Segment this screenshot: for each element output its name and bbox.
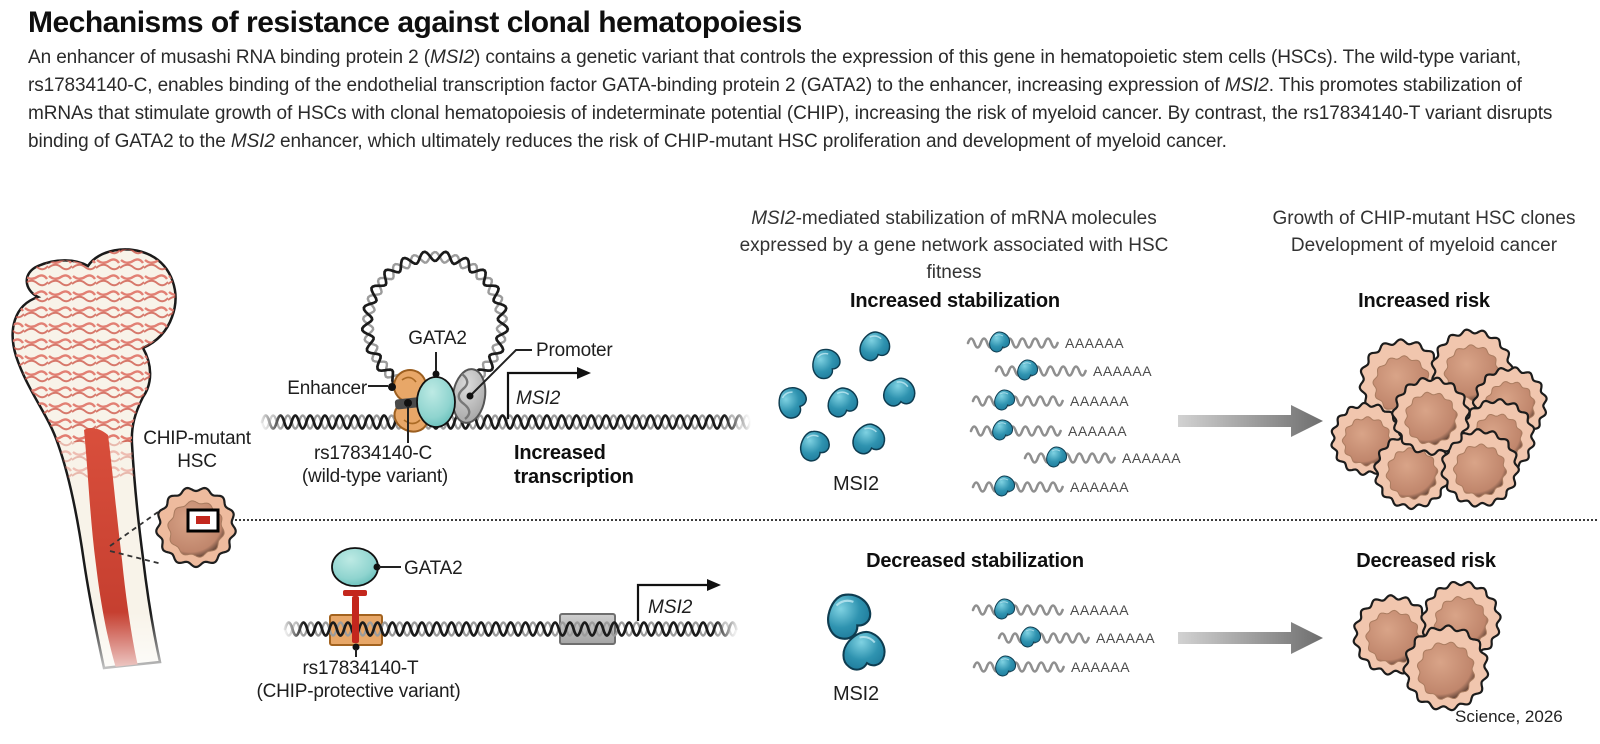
flow-arrow-top [1178,405,1323,437]
intro-text: An enhancer of musashi RNA binding prote… [28,44,1563,156]
risk-header-line2: Development of myeloid cancer [1290,235,1558,256]
variant-sublabel-bottom: (CHIP-protective variant) [256,681,461,702]
flow-arrow-bottom [1178,622,1323,654]
increased-risk-subhead: Increased risk [1358,290,1490,312]
stabilization-header-line1: MSI2-mediated stabilization of mRNA mole… [710,205,1198,232]
variant-label-bottom: rs17834140-T [302,658,419,679]
risk-header: Growth of CHIP-mutant HSC clones Develop… [1240,205,1600,259]
risk-header-line1: Growth of CHIP-mutant HSC clones [1272,208,1576,229]
transcription-arrow-top [506,367,591,419]
intro-segment: MSI2 [430,47,474,68]
inhibition-symbol [343,590,367,643]
hsc-zoom-lines [109,511,163,565]
decreased-stabilization-subhead: Decreased stabilization [866,550,1084,572]
msi2-protein-label-top: MSI2 [833,473,879,495]
increased-transcription-label: Increased transcription [514,442,634,488]
enhancer-label: Enhancer [287,378,367,399]
source-credit: Science, 2026 [1455,707,1563,726]
gata2-protein-bottom [331,547,379,587]
msi2-gene-label-bottom: MSI2 [648,597,693,618]
trabecular-texture [12,249,176,442]
mutation-mark [196,516,210,524]
increased-stabilization-subhead: Increased stabilization [850,290,1060,312]
intro-segment: enhancer, which ultimately reduces the r… [274,131,1227,152]
stabilization-header: MSI2-mediated stabilization of mRNA mole… [710,205,1198,286]
promoter-label: Promoter [536,340,613,361]
header-segment: MSI2 [751,208,796,229]
gata2-protein-top [416,376,456,428]
intro-segment: MSI2 [1224,75,1269,96]
header-segment: -mediated stabilization of mRNA molecule… [795,208,1157,229]
msi2-protein-label-bottom: MSI2 [833,683,879,705]
intro-segment: . This promotes stabilization of mRNAs t… [28,75,1553,152]
bone-marrow [84,427,138,668]
transcription-arrow-bottom [636,579,721,621]
intro-segment: ) contains a genetic variant that contro… [28,47,1522,96]
dna-loop [360,250,510,391]
variant-label-top: rs17834140-C [313,443,432,464]
stabilization-header-line2: expressed by a gene network associated w… [739,235,1169,283]
decreased-risk-subhead: Decreased risk [1356,550,1496,572]
gata2-label-top: GATA2 [408,328,467,349]
label-connector-lines-bottom [352,563,401,657]
variant-sublabel-top: (wild-type variant) [301,466,449,487]
section-divider [204,519,1597,521]
gata2-label-bottom: GATA2 [404,558,463,579]
figure-title: Mechanisms of resistance against clonal … [28,6,802,39]
bottom-dna-strand [283,621,738,637]
intro-segment: MSI2 [230,131,275,152]
chip-mutant-hsc-cell [155,486,237,569]
top-dna-strand [260,414,752,430]
msi2-gene-label-top: MSI2 [516,388,561,409]
intro-segment: An enhancer of musashi RNA binding prote… [28,47,431,68]
label-connector-lines-top [368,349,532,443]
chip-mutant-hsc-label: CHIP-mutant HSC [143,428,251,472]
